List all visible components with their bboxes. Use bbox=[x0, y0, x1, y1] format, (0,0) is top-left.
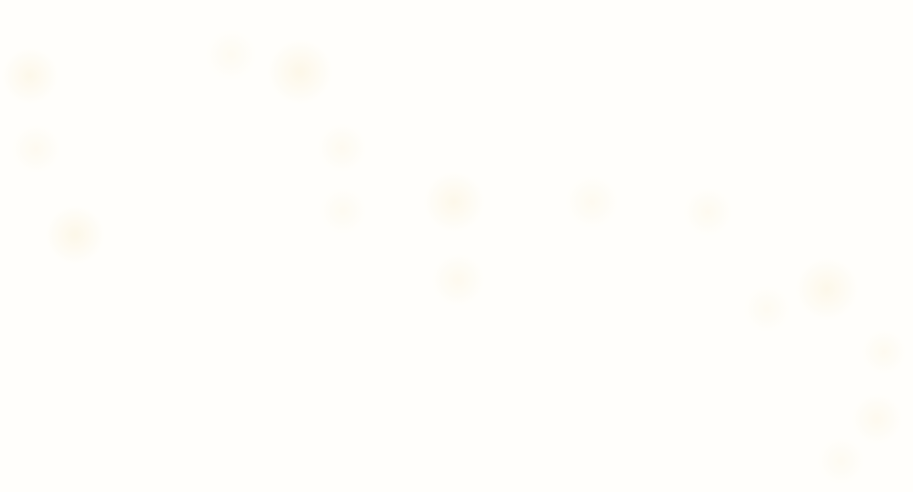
bokeh-spot bbox=[852, 394, 902, 444]
bokeh-spot bbox=[862, 330, 906, 374]
bokeh-spot bbox=[432, 254, 484, 306]
bokeh-spot bbox=[206, 30, 256, 80]
bokeh-spot bbox=[684, 188, 732, 236]
bokeh-spot bbox=[424, 172, 484, 232]
bokeh-spot bbox=[744, 286, 790, 332]
bokeh-spot bbox=[12, 125, 60, 173]
bokeh-spot bbox=[268, 40, 332, 104]
bokeh-spot bbox=[818, 438, 864, 484]
bokeh-spot bbox=[46, 206, 104, 264]
bokeh-spot bbox=[320, 188, 366, 234]
bokeh-spot bbox=[566, 176, 618, 228]
bokeh-spot bbox=[318, 124, 366, 172]
bokeh-spot bbox=[796, 258, 858, 320]
bokeh-spot bbox=[2, 48, 58, 104]
